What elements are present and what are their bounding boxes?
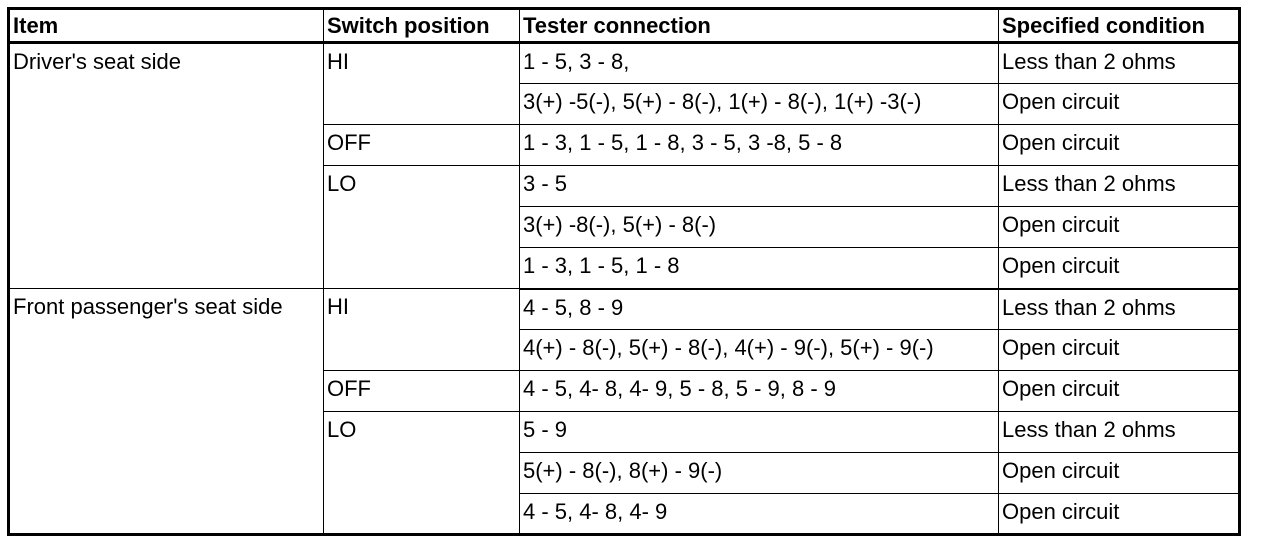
table-row: 4(+) - 8(-), 5(+) - 8(-), 4(+) - 9(-), 5… [9,329,1240,371]
tester-connection-cell: 4(+) - 8(-), 5(+) - 8(-), 4(+) - 9(-), 5… [519,329,999,371]
table-row: 5(+) - 8(-), 8(+) - 9(-)Open circuit [9,452,1240,494]
specified-condition-cell: Less than 2 ohms [998,42,1240,84]
tester-connection-cell: 3(+) -8(-), 5(+) - 8(-) [519,206,999,248]
specified-condition-cell: Open circuit [998,124,1240,166]
specified-condition-cell: Open circuit [998,247,1240,290]
switch-position-cell: OFF [323,124,520,166]
item-cell: Front passenger's seat side [8,288,324,535]
specified-condition-cell: Less than 2 ohms [998,411,1240,453]
header-tester-connection: Tester connection [519,8,999,44]
specified-condition-cell: Open circuit [998,83,1240,125]
tester-connection-cell: 4 - 5, 4- 8, 4- 9, 5 - 8, 5 - 9, 8 - 9 [519,370,999,412]
switch-position-cell: OFF [323,370,520,412]
specified-condition-cell: Less than 2 ohms [998,288,1240,330]
switch-position-cell: LO [323,411,520,535]
tester-connection-cell: 1 - 3, 1 - 5, 1 - 8 [519,247,999,290]
tester-connection-cell: 3(+) -5(-), 5(+) - 8(-), 1(+) - 8(-), 1(… [519,83,999,125]
tester-connection-cell: 5 - 9 [519,411,999,453]
header-row: Item Switch position Tester connection S… [8,8,1240,44]
specified-condition-cell: Open circuit [998,329,1240,371]
tester-connection-cell: 1 - 3, 1 - 5, 1 - 8, 3 - 5, 3 -8, 5 - 8 [519,124,999,166]
table-row: 3(+) -5(-), 5(+) - 8(-), 1(+) - 8(-), 1(… [9,83,1240,125]
specified-condition-cell: Open circuit [998,206,1240,248]
tester-connection-cell: 4 - 5, 4- 8, 4- 9 [519,493,999,535]
specified-condition-cell: Open circuit [998,370,1240,412]
specified-condition-cell: Open circuit [998,493,1240,535]
switch-inspection-table: Item Switch position Tester connection S… [7,7,1241,536]
switch-position-cell: LO [323,165,520,289]
tester-connection-cell: 4 - 5, 8 - 9 [519,288,999,330]
tester-connection-cell: 3 - 5 [519,165,999,207]
tester-connection-cell: 5(+) - 8(-), 8(+) - 9(-) [519,452,999,494]
switch-position-cell: HI [323,42,520,125]
tester-connection-cell: 1 - 5, 3 - 8, [519,42,999,84]
header-specified-condition: Specified condition [998,8,1240,44]
table-header: Item Switch position Tester connection S… [8,8,1240,44]
item-cell: Driver's seat side [8,42,324,289]
specified-condition-cell: Open circuit [998,452,1240,494]
table-row: 3(+) -8(-), 5(+) - 8(-)Open circuit [9,206,1240,248]
specified-condition-cell: Less than 2 ohms [998,165,1240,207]
header-switch-position: Switch position [323,8,520,44]
header-item: Item [8,8,324,44]
switch-position-cell: HI [323,288,520,371]
